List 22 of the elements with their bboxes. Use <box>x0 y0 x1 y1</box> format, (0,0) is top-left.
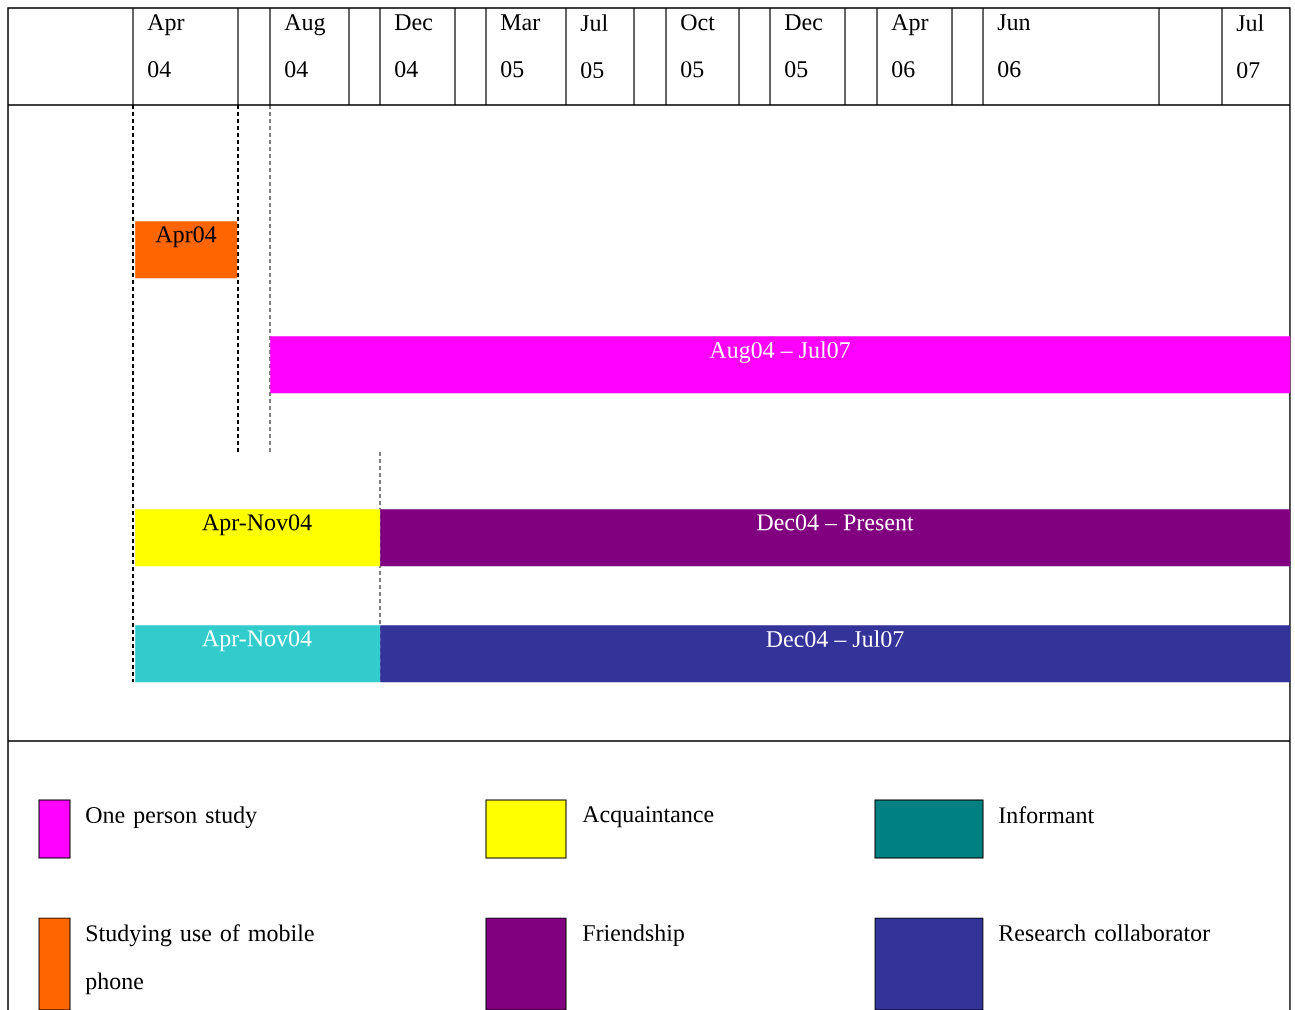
month-label: Mar 05 <box>500 14 540 78</box>
legend-label: Friendship <box>582 924 684 946</box>
legend-label: Research collaborator <box>998 924 1210 942</box>
month-label: Jul 07 <box>1236 14 1264 79</box>
month-label: Jun 06 <box>997 14 1031 78</box>
timeline-bar: Apr-Nov04 <box>135 509 381 567</box>
timeline-bar: Aug04 – Jul07 <box>270 336 1291 394</box>
legend-label: One person study <box>86 806 258 829</box>
month-label: Dec 04 <box>394 14 433 78</box>
timeline-bar: Apr04 <box>135 221 238 279</box>
legend-label: Informant <box>999 806 1095 824</box>
month-label: Apr 04 <box>147 14 185 78</box>
legend-label: Acquaintance <box>582 806 714 828</box>
timeline-bar: Apr-Nov04 <box>135 625 381 683</box>
month-label: Oct 05 <box>681 14 715 78</box>
month-label: Apr 06 <box>891 14 929 78</box>
timeline-bar: Dec04 – Present <box>380 509 1291 567</box>
month-label: Dec 05 <box>784 14 823 78</box>
month-label: Aug 04 <box>284 14 326 78</box>
timeline-bar: Dec04 – Jul07 <box>380 625 1291 683</box>
legend-label: Studying use of mobile phone <box>85 924 314 995</box>
month-label: Jul 05 <box>580 14 608 79</box>
